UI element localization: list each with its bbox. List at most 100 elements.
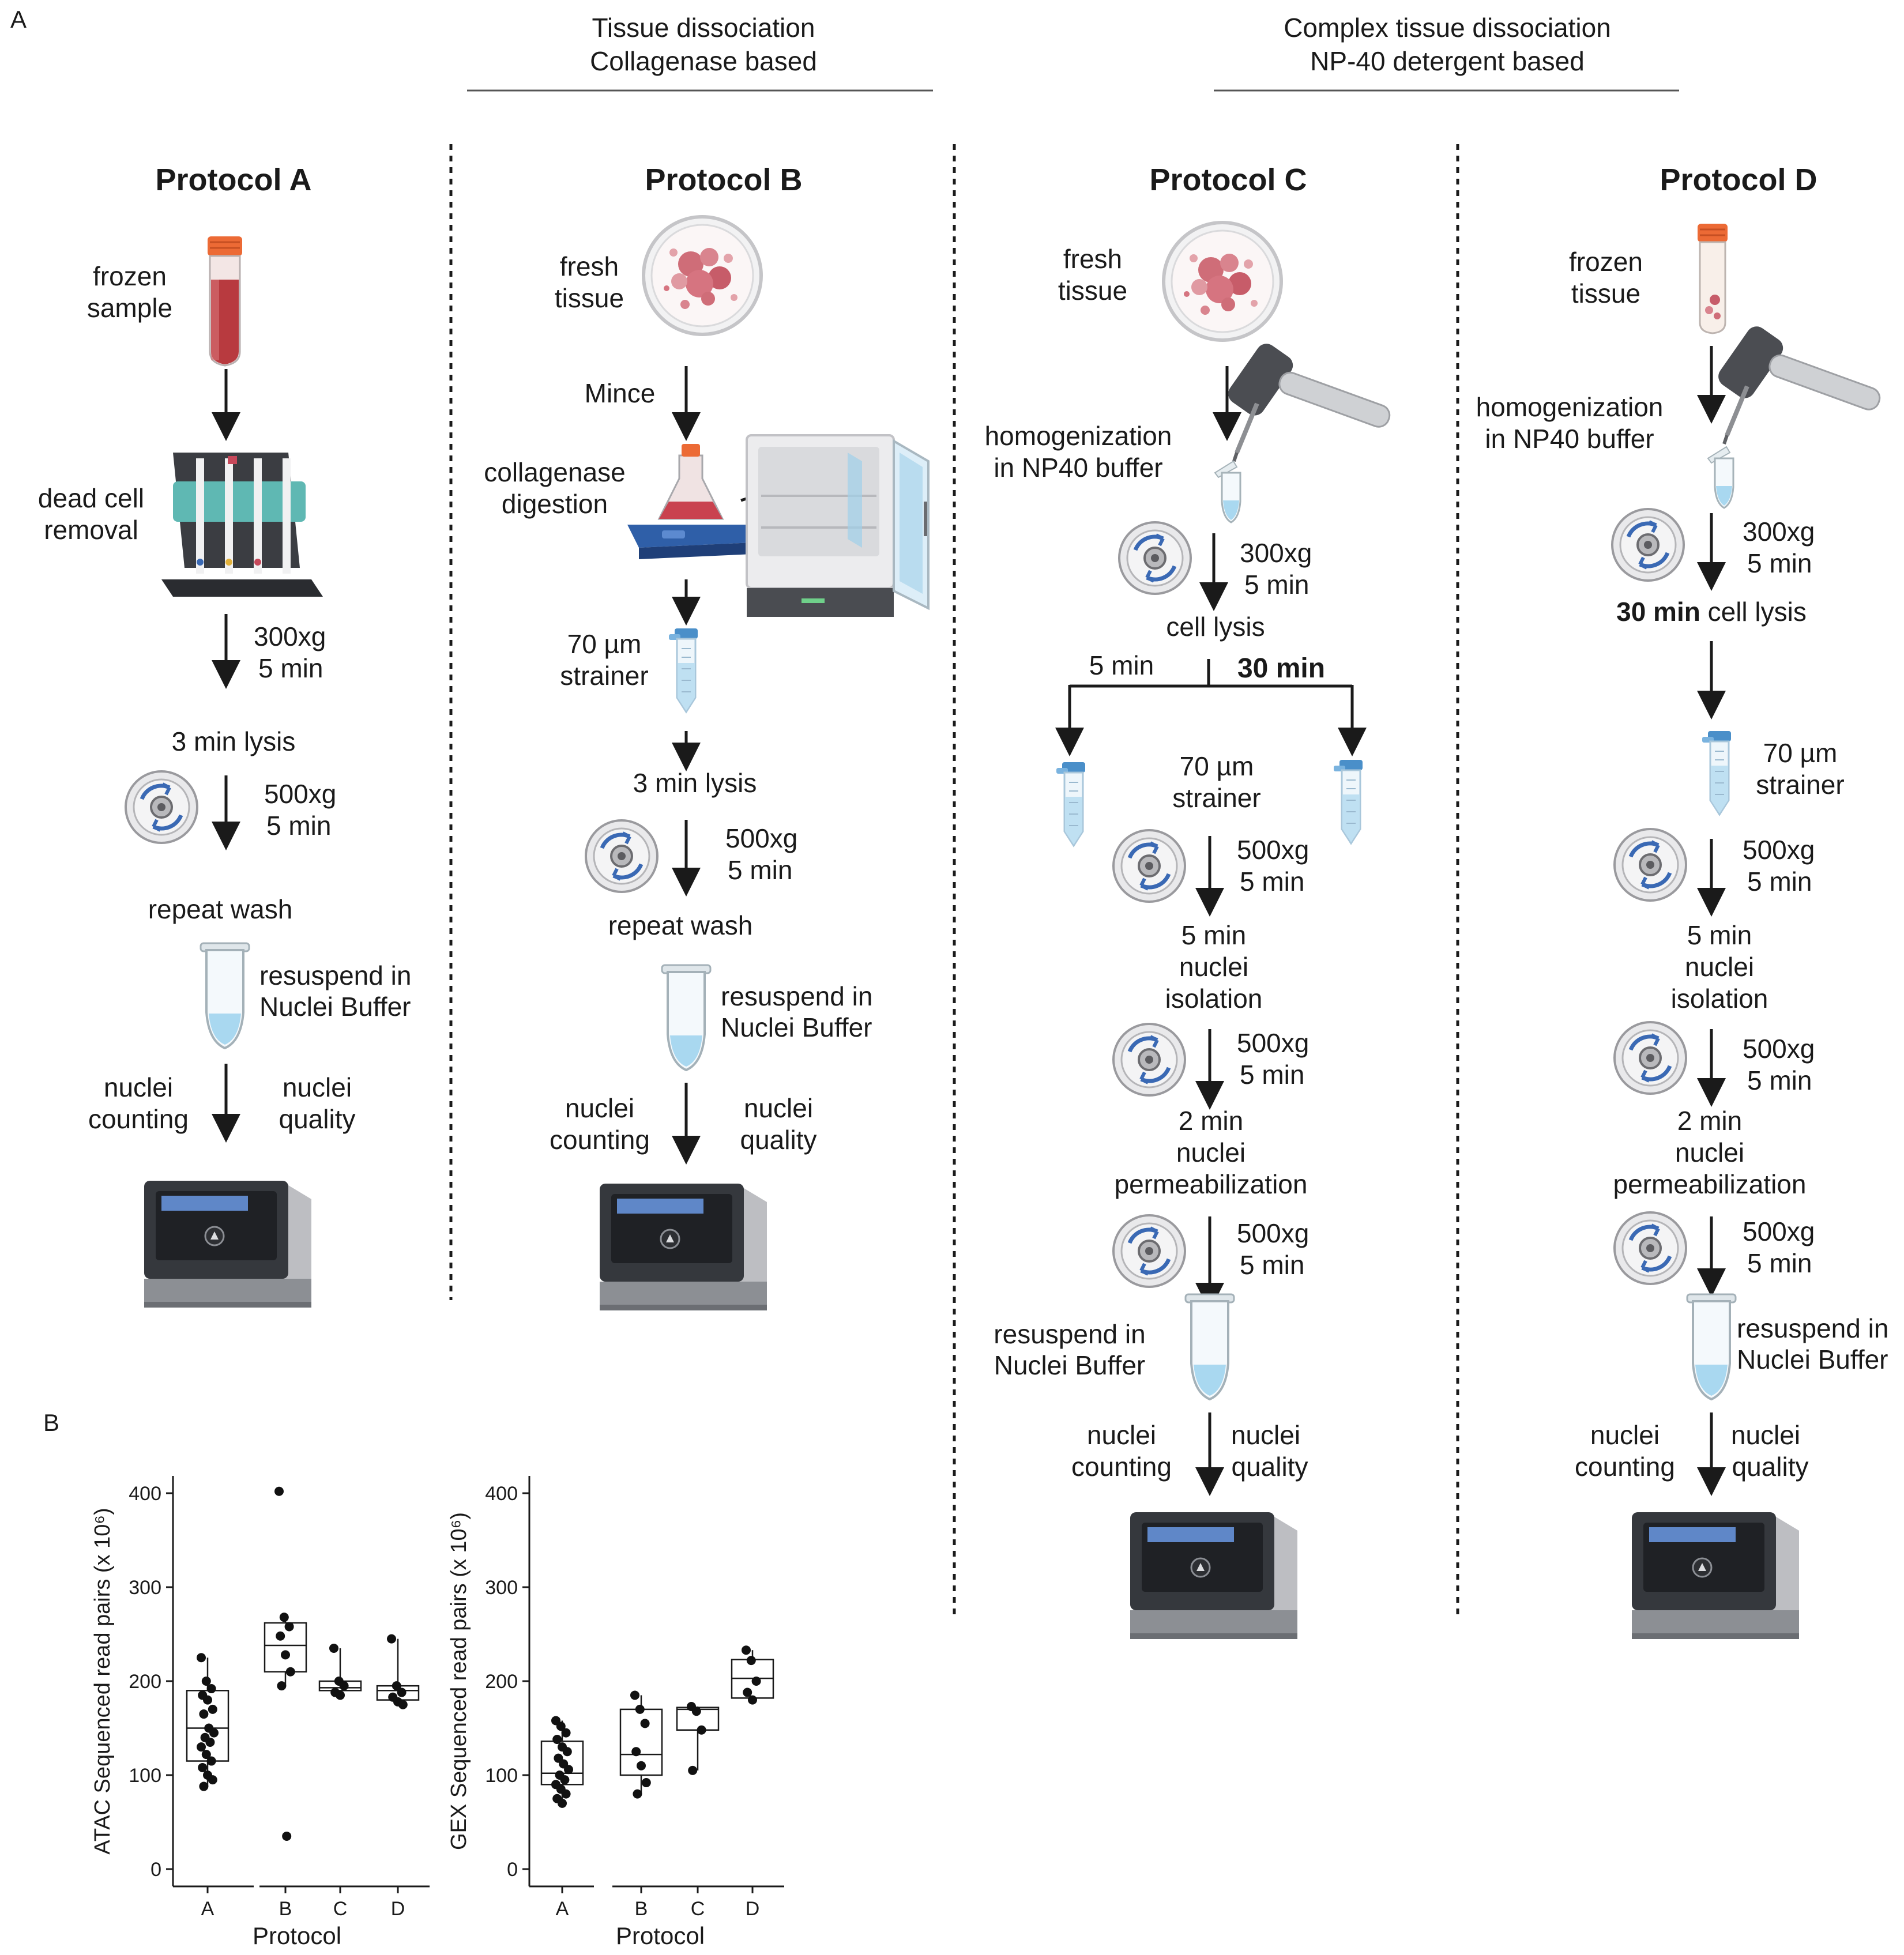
strainer-tube-icon [668,627,699,713]
header-tissue-line1: Tissue dissociation [592,13,815,43]
data-point [203,1695,212,1705]
protocol-c-isolation-l3: isolation [1165,984,1263,1014]
x-tick-label: A [556,1898,569,1920]
protocol-b-digest-l2: digestion [502,489,608,519]
data-point [746,1656,756,1666]
centrifuge-icon [586,820,657,892]
panel-label-a: A [10,6,27,33]
data-point [751,1677,761,1686]
protocol-c-spin1-force: 300xg [1240,538,1312,568]
protocol-d-sample-l1: frozen [1569,247,1643,277]
protocol-a-quality-l1: nuclei [283,1072,352,1102]
protocol-d-resuspend-l1: resuspend in [1737,1313,1888,1343]
header-complex-line1: Complex tissue dissociation [1284,13,1611,43]
data-point [329,1643,338,1653]
y-tick-label: 0 [150,1859,161,1881]
homogenizer-icon [1714,322,1883,444]
y-tick-label: 200 [485,1671,518,1693]
protocol-a-counting-l2: counting [88,1104,189,1134]
protocol-a-title: Protocol A [155,163,311,197]
protocol-d-counting-l1: nuclei [1590,1420,1660,1450]
protocol-d-spin2-force: 500xg [1743,835,1815,865]
y-tick-label: 300 [485,1577,518,1599]
centrifuge-icon [1612,509,1684,581]
y-tick-label: 400 [485,1483,518,1505]
data-point [208,1775,217,1785]
data-point [748,1695,757,1705]
protocol-a-spin1-force: 300xg [254,621,326,651]
sequencer-instrument-icon [1129,1511,1299,1640]
centrifuge-icon [1113,1215,1185,1287]
protocol-b-strainer-l1: 70 µm [567,629,642,659]
data-point [397,1687,407,1697]
protocol-b-sample-l2: tissue [555,283,624,313]
x-tick-label: A [201,1898,215,1920]
protocol-d-quality-l1: nuclei [1731,1420,1800,1450]
protocol-c-strainer-l2: strainer [1172,783,1260,813]
y-axis-label: GEX Sequenced read pairs (x 10⁶) [447,1512,471,1850]
protocol-a-spin1-time: 5 min [258,653,323,683]
eppendorf-tube-icon [1184,1293,1235,1400]
protocol-d-spin1-force: 300xg [1743,517,1815,547]
protocol-c-quality-l2: quality [1232,1452,1308,1482]
protocol-d-lysis: 30 min cell lysis [1616,597,1807,627]
data-point [561,1789,571,1799]
data-point [208,1704,217,1714]
eppendorf-tube-icon [200,942,250,1049]
protocol-b-resuspend-l2: Nuclei Buffer [721,1012,872,1042]
data-point [197,1742,206,1752]
protocol-c-spin2-force: 500xg [1237,835,1309,865]
data-point [205,1737,215,1747]
protocol-c-resuspend-l2: Nuclei Buffer [994,1350,1146,1380]
data-point [198,1762,208,1772]
frozen-tissue-tube-icon [1698,224,1728,334]
protocol-a-resuspend-l1: resuspend in [259,960,411,990]
sequencer-instrument-icon [599,1182,768,1312]
y-tick-label: 100 [129,1765,161,1787]
protocol-a-spin2-time: 5 min [266,811,331,841]
y-tick-label: 0 [507,1859,518,1881]
x-axis-label: Protocol [616,1922,705,1949]
protocol-c-title: Protocol C [1149,163,1307,197]
protocol-c-homog-l2: in NP40 buffer [994,453,1162,483]
protocol-b-quality-l1: nuclei [744,1093,813,1123]
x-tick-label: C [333,1898,348,1920]
data-point [564,1765,573,1775]
strainer-tube-icon [1055,761,1086,847]
eppendorf-tube-icon [1686,1293,1737,1400]
protocol-a-sample-l2: sample [87,293,172,323]
protocol-a-repeat: repeat wash [148,894,293,924]
protocol-d-spin2-time: 5 min [1747,867,1812,896]
data-point [630,1690,639,1700]
protocol-b-counting-l1: nuclei [565,1093,634,1123]
data-point [206,1756,216,1766]
protocol-b-lysis: 3 min lysis [633,768,757,798]
homogenizer-icon [1224,340,1393,461]
data-point [279,1613,289,1622]
protocol-c-homog-l1: homogenization [985,421,1172,451]
data-point [558,1798,567,1808]
protocol-d-perm-l3: permeabilization [1613,1169,1807,1199]
data-point [197,1653,206,1663]
data-point [201,1750,211,1760]
centrifuge-icon [1119,522,1191,594]
protocol-d: Protocol D frozen tissue homogenization … [1476,163,1888,1640]
data-point [339,1681,349,1691]
protocol-d-counting-l2: counting [1575,1452,1675,1482]
strainer-tube-icon [1333,759,1364,845]
data-point [640,1719,650,1728]
frozen-tube-icon [206,235,243,367]
data-point [637,1761,646,1771]
data-point [691,1707,701,1716]
box [264,1622,307,1673]
protocol-b-strainer-l2: strainer [560,661,648,691]
protocol-a-deadcell-l1: dead cell [38,483,144,513]
protocol-c: Protocol C fresh tissue homogenization i… [985,163,1393,1640]
data-point [556,1722,566,1731]
protocol-d-strainer-l1: 70 µm [1763,738,1838,768]
protocol-c-strainer-l1: 70 µm [1180,751,1254,781]
centrifuge-icon [126,771,197,843]
shaker-flask-icon [627,444,766,559]
